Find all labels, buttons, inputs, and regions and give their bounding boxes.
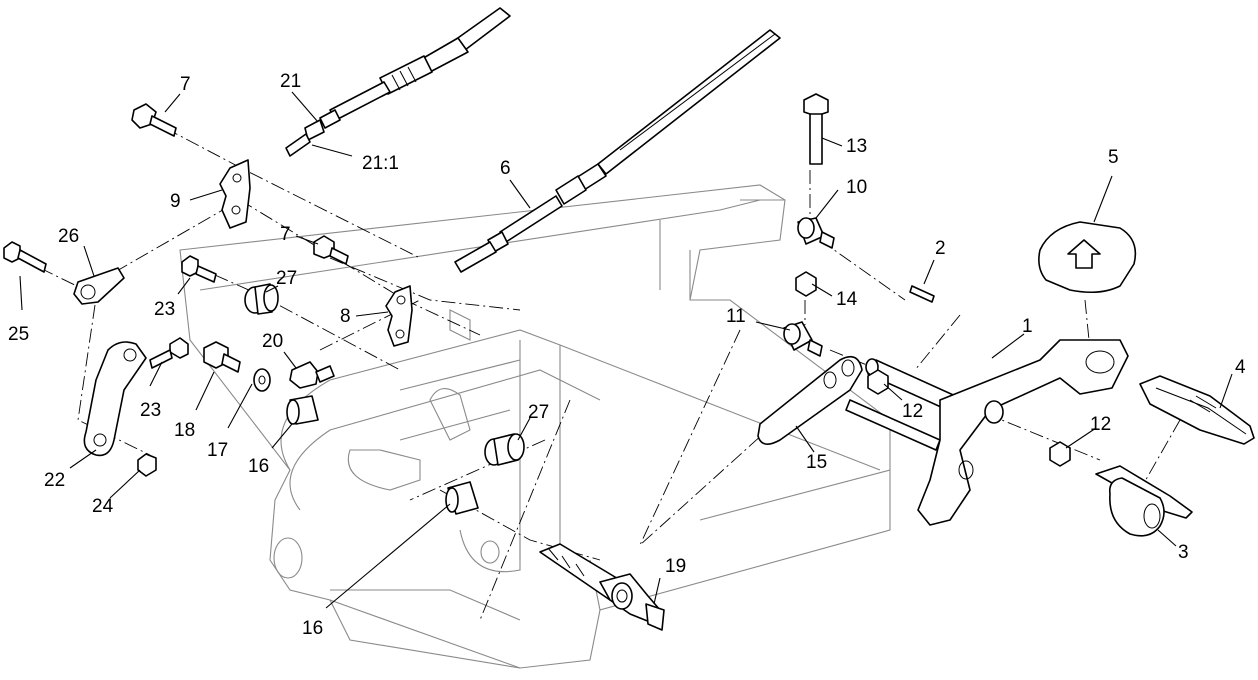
callout-9: 9 [170,191,181,212]
nut-12-center [867,369,889,395]
callout-4: 4 [1235,357,1246,378]
nut-14 [795,271,817,297]
nut-12-right [1049,441,1071,467]
callout-16-left: 16 [248,456,269,477]
bushing-16-center [445,481,479,515]
pad-5 [1038,221,1137,294]
washer-17 [253,368,271,392]
callout-6: 6 [500,158,511,179]
bracket-8 [385,285,413,347]
bolt-25 [3,241,47,273]
arm-22 [83,341,147,457]
callout-10: 10 [846,177,867,198]
pivot-11 [783,321,823,357]
bolt-18 [203,341,241,373]
nut-24 [137,453,157,477]
callout-7-top: 7 [180,74,191,95]
leader-lines [19,91,1233,609]
bolt-13 [803,93,829,165]
pedal-4 [1139,375,1255,445]
callout-16-bottom: 16 [302,618,323,639]
callout-12-right: 12 [1090,414,1111,435]
bolt-7-top [131,103,177,137]
pin-2 [909,285,935,303]
callout-23-lower: 23 [140,400,161,421]
link-26 [73,267,125,305]
callout-8: 8 [340,306,351,327]
pedal-arm-1 [917,339,1129,526]
callout-3: 3 [1178,542,1189,563]
callout-21: 21 [280,71,301,92]
mower-frame [179,184,891,669]
callout-26: 26 [58,226,79,247]
callout-19: 19 [665,556,686,577]
callout-15: 15 [806,452,827,473]
callout-20: 20 [262,331,283,352]
callout-13: 13 [846,136,867,157]
callout-24: 24 [92,496,114,517]
callout-7-mid: 7 [280,224,291,245]
bracket-9 [219,159,251,229]
callout-23-upper: 23 [154,299,175,320]
callout-25: 25 [8,324,29,345]
bracket-3 [1095,465,1193,537]
callout-12-center: 12 [902,401,923,422]
shaft-1 [845,358,961,451]
callout-1: 1 [1022,316,1033,337]
bolt-7-mid [313,235,349,265]
bolt-23-lower [149,337,189,369]
bolt-23-upper [181,255,217,283]
pivot-10 [797,217,835,249]
cable-6 [454,29,781,273]
cable-21 [285,7,511,157]
callout-27-center: 27 [528,402,549,423]
bushing-16-left [286,395,319,425]
callout-18: 18 [174,420,195,441]
callout-14: 14 [836,289,858,310]
callout-22: 22 [44,470,65,491]
callout-5: 5 [1108,147,1119,168]
callout-labels: 1 2 3 4 5 6 7 7 8 9 10 11 12 12 13 14 15… [8,71,1246,639]
rod-end-19 [539,543,665,631]
swivel-20 [289,361,335,389]
callout-17: 17 [207,440,228,461]
callout-2: 2 [935,238,946,259]
callout-11: 11 [726,306,746,327]
callout-27-left: 27 [276,268,297,289]
callout-21-1: 21:1 [362,153,399,174]
bushing-27-center [484,433,525,466]
arm-15 [757,355,863,445]
